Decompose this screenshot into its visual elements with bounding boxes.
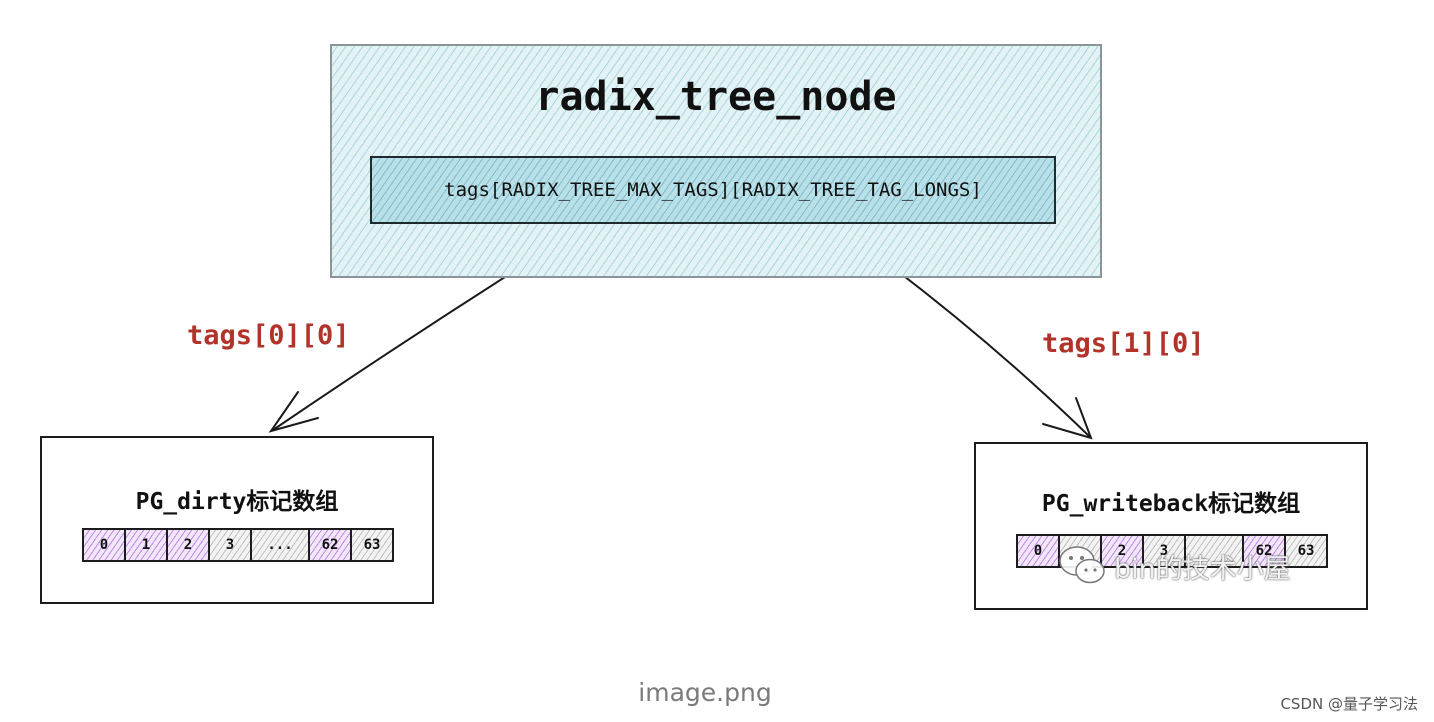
bit-cell: 62 xyxy=(308,528,352,562)
bit-cell: 3 xyxy=(208,528,252,562)
writeback-array-title: PG_writeback标记数组 xyxy=(1041,491,1301,517)
dirty-array-title: PG_dirty标记数组 xyxy=(135,489,339,515)
bit-cell: 62 xyxy=(1242,534,1286,568)
bit-cell: 1 xyxy=(124,528,168,562)
tags-field: tags[RADIX_TREE_MAX_TAGS][RADIX_TREE_TAG… xyxy=(370,156,1056,224)
watermark: bin的技术小屋 xyxy=(1058,544,1291,588)
arrow-to-writeback-head xyxy=(1042,397,1093,440)
image-caption: image.png xyxy=(638,678,772,707)
watermark-text: bin的技术小屋 xyxy=(1114,553,1291,585)
csdn-footer: CSDN @量子学习法 xyxy=(1280,695,1418,713)
node-title: radix_tree_node xyxy=(535,74,897,120)
bit-cell xyxy=(1184,534,1244,568)
edge-label-right: tags[1][0] xyxy=(1042,328,1205,359)
edge-label-left: tags[0][0] xyxy=(187,320,350,351)
radix-tree-node-box: radix_tree_node tags[RADIX_TREE_MAX_TAGS… xyxy=(330,44,1102,278)
bit-cell: 0 xyxy=(1016,534,1060,568)
bit-cell: 63 xyxy=(1284,534,1328,568)
bit-cell: 2 xyxy=(1100,534,1144,568)
wechat-icon xyxy=(1059,546,1105,584)
bit-cell: 3 xyxy=(1142,534,1186,568)
bit-cell: ... xyxy=(250,528,310,562)
bit-cell: 63 xyxy=(350,528,394,562)
bit-cell: 0 xyxy=(82,528,126,562)
bit-cell: 2 xyxy=(166,528,210,562)
arrow-to-dirty-head xyxy=(268,391,319,433)
